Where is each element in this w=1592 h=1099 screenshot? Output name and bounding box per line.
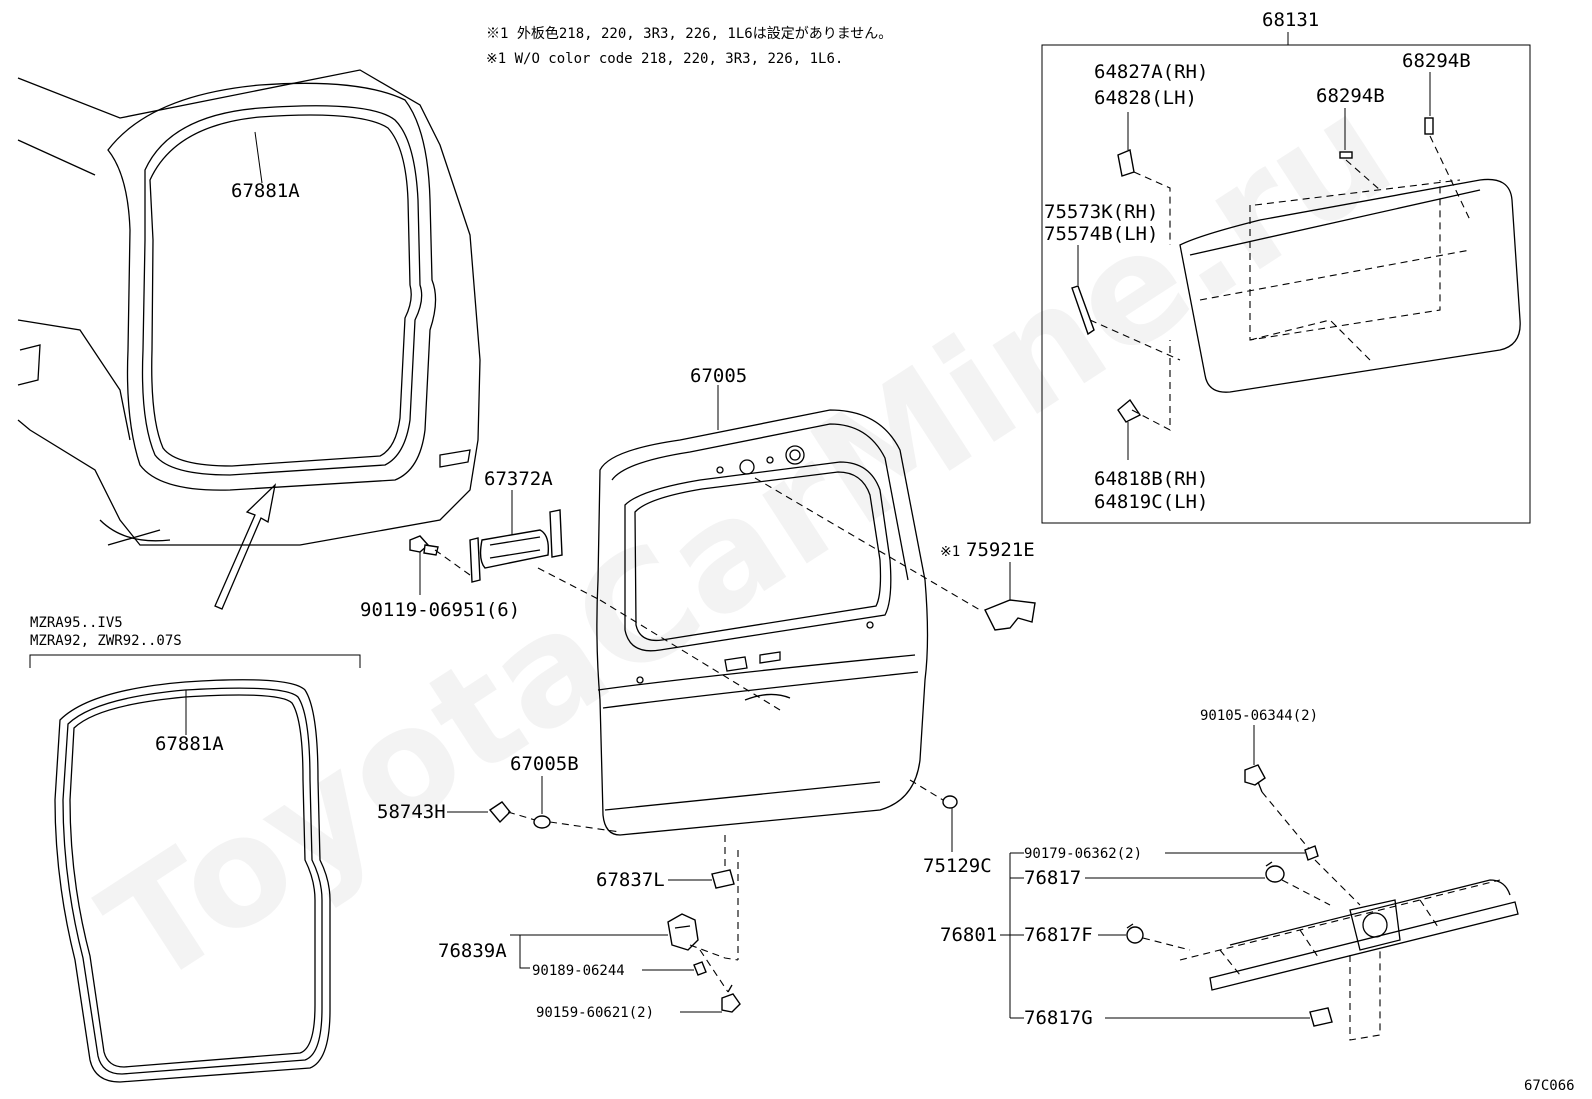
part-75129C <box>942 795 958 809</box>
part-90189-clip <box>693 961 707 976</box>
label-68294B-b: 68294B <box>1402 50 1471 72</box>
part-68294B-b <box>1424 117 1434 135</box>
label-75921E-mark: ※1 <box>940 544 960 560</box>
label-67881A-top: 67881A <box>231 180 300 202</box>
label-67372A: 67372A <box>484 468 553 490</box>
part-76817F <box>1126 923 1144 944</box>
weatherstrip-outline <box>54 679 331 1083</box>
part-68294B-a <box>1339 151 1353 159</box>
label-90105: 90105-06344(2) <box>1200 708 1318 724</box>
back-door-panel <box>596 409 929 836</box>
label-67005B: 67005B <box>510 753 579 775</box>
label-76801: 76801 <box>940 924 997 946</box>
note-jp: ※1 外板色218, 220, 3R3, 226, 1L6は設定がありません。 <box>486 25 892 42</box>
label-75573K: 75573K(RH) <box>1044 201 1158 223</box>
watermark: ToyotaCarMine.ru <box>75 62 1421 1020</box>
part-67005B <box>533 815 551 829</box>
part-90159-bolt <box>721 984 741 1013</box>
label-68131: 68131 <box>1262 9 1319 31</box>
part-64827A <box>1117 149 1135 177</box>
part-90179-clip <box>1304 845 1319 861</box>
part-68131-garnish <box>1179 178 1521 393</box>
label-76817G: 76817G <box>1024 1007 1093 1029</box>
part-76817G <box>1309 1007 1333 1027</box>
part-76801-garnish <box>1209 879 1519 991</box>
part-90105-bolt <box>1244 764 1266 793</box>
figure-code: 67C066 <box>1524 1078 1575 1094</box>
label-75921E: 75921E <box>966 539 1035 561</box>
part-67837L <box>711 869 735 889</box>
label-64818B: 64818B(RH) <box>1094 468 1208 490</box>
part-64818B <box>1117 398 1142 423</box>
label-90179: 90179-06362(2) <box>1024 846 1142 862</box>
label-64819C: 64819C(LH) <box>1094 491 1208 513</box>
part-75573K <box>1071 285 1095 336</box>
label-90159: 90159-60621(2) <box>536 1005 654 1021</box>
variant-line-2: MZRA92, ZWR92..07S <box>30 633 182 649</box>
label-68294B-a: 68294B <box>1316 85 1385 107</box>
inset-box-68131 <box>1041 44 1531 524</box>
label-90189: 90189-06244 <box>532 963 625 979</box>
part-76817 <box>1265 861 1285 883</box>
note-en: ※1 W/O color code 218, 220, 3R3, 226, 1L… <box>486 51 843 67</box>
part-90119-bolt <box>409 535 439 556</box>
label-64827A: 64827A(RH) <box>1094 61 1208 83</box>
label-58743H: 58743H <box>377 801 446 823</box>
part-76839A <box>667 913 699 951</box>
bracket-76801 <box>1000 852 1024 1019</box>
label-76817: 76817 <box>1024 867 1081 889</box>
variant-line-1: MZRA95..IV5 <box>30 615 123 631</box>
vehicle-rear-illustration <box>17 69 481 610</box>
part-67372A <box>469 509 563 583</box>
part-75921E <box>984 599 1036 631</box>
label-76839A: 76839A <box>438 940 507 962</box>
variant-bracket <box>29 654 361 668</box>
label-67881A-bottom: 67881A <box>155 733 224 755</box>
label-64828: 64828(LH) <box>1094 87 1197 109</box>
part-58743H <box>488 801 511 824</box>
label-67005: 67005 <box>690 365 747 387</box>
label-90119: 90119-06951(6) <box>360 599 520 621</box>
label-75574B: 75574B(LH) <box>1044 223 1158 245</box>
label-75129C: 75129C <box>923 855 992 877</box>
label-76817F: 76817F <box>1024 924 1093 946</box>
label-67837L: 67837L <box>596 869 665 891</box>
